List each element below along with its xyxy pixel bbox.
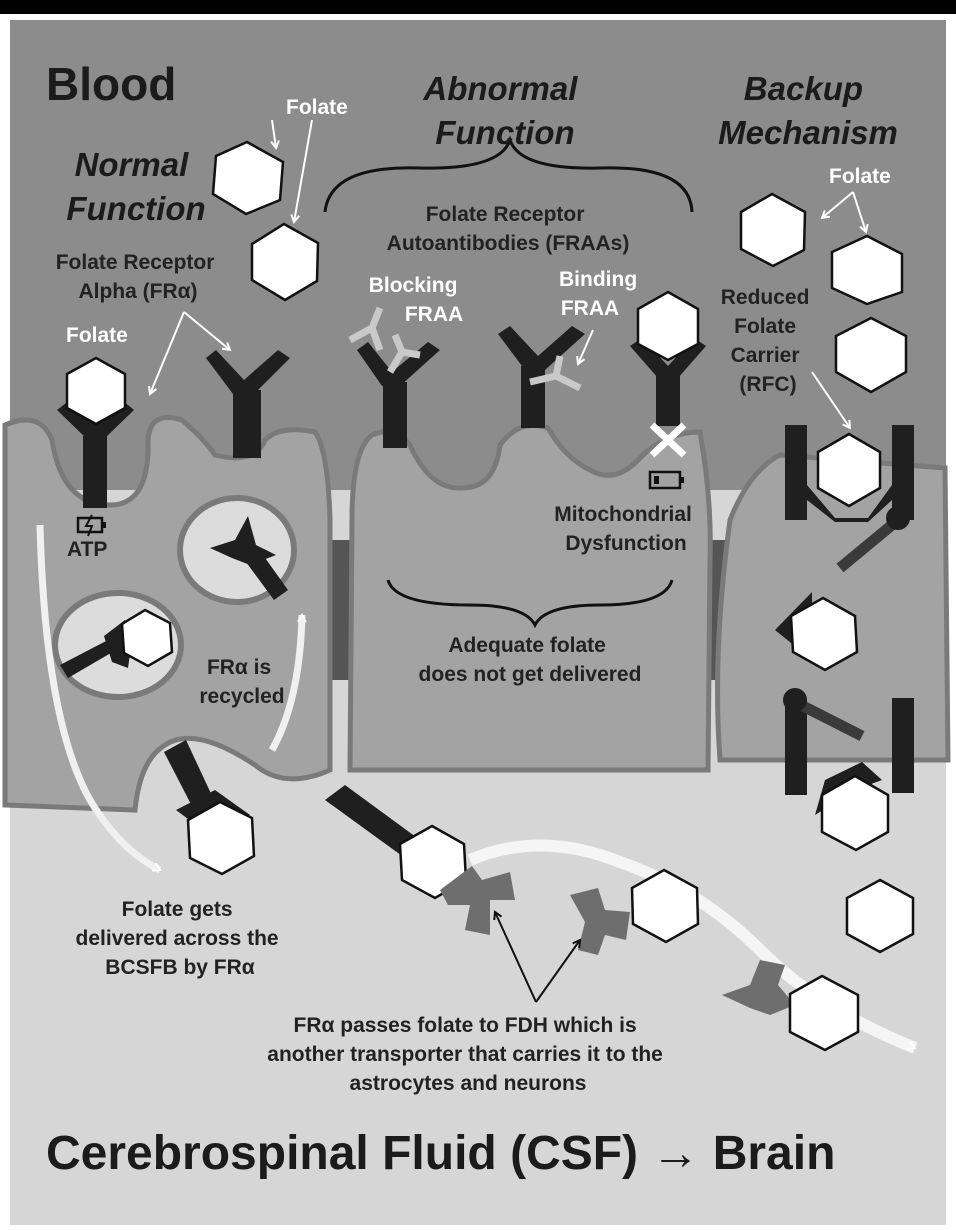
mito-label: Mitochondrial Dysfunction — [554, 503, 698, 555]
receptor-folate-blocked — [630, 290, 706, 458]
blocked-x-icon — [649, 422, 687, 458]
folate-hexagon — [65, 356, 127, 426]
csf-title: Cerebrospinal Fluid (CSF) → Brain — [46, 1127, 835, 1180]
fra-label: Folate Receptor Alpha (FRα) — [56, 251, 221, 303]
atp-label: ATP — [67, 538, 107, 561]
receptor-blocked — [348, 306, 440, 448]
rfc-carrier-middle — [775, 592, 859, 672]
delivered-label: Folate gets delivered across the BCSFB b… — [76, 898, 285, 979]
rfc-carrier-bottom — [783, 688, 914, 852]
fraas-label: Folate Receptor Autoantibodies (FRAAs) — [387, 203, 630, 255]
folate-hexagon-1 — [211, 140, 285, 216]
fdh-label: FRα passes folate to FDH which is anothe… — [267, 1014, 668, 1095]
folate-label-2: Folate — [66, 324, 128, 347]
fdh-folate-complex — [570, 868, 700, 955]
recycle-arrow — [268, 615, 302, 752]
blood-title: Blood — [46, 58, 176, 110]
receptor-with-folate — [57, 356, 134, 508]
abnormal-title: Abnormal Function — [422, 70, 586, 151]
adequate-label: Adequate folate does not get delivered — [419, 634, 642, 686]
fdh-folate-complex-2 — [722, 960, 860, 1052]
folate-hexagon-5 — [834, 316, 908, 394]
fraa-brace — [323, 135, 694, 213]
folate-label-1: Folate — [286, 96, 348, 119]
receptor-delivering-folate — [164, 740, 256, 876]
blocking-fraa-label: Blocking FRAA — [369, 274, 464, 326]
recycled-label: FRα is recycled — [199, 656, 284, 708]
cell-abnormal — [347, 422, 713, 773]
rfc-carrier-top — [785, 425, 914, 573]
folate-label-3: Folate — [829, 165, 891, 188]
folate-hexagon-2 — [250, 222, 320, 302]
backup-title: Backup Mechanism — [718, 70, 898, 151]
receptor-bound — [498, 326, 585, 428]
vesicle-receptor — [210, 516, 288, 600]
folate-hexagon-6 — [845, 878, 915, 954]
receptor-empty — [206, 350, 290, 458]
low-battery-icon — [648, 470, 684, 490]
adequate-brace — [386, 579, 674, 629]
fra-fdh-complex — [325, 785, 515, 935]
delivery-arrow — [36, 524, 160, 874]
normal-title: Normal Function — [66, 146, 205, 227]
rfc-label: Reduced Folate Carrier (RFC) — [721, 286, 816, 396]
vesicle-receptor-folate — [60, 608, 174, 678]
folate-hexagon-4 — [830, 234, 904, 306]
atp-battery-icon — [76, 514, 106, 537]
folate-hexagon-3 — [739, 192, 807, 268]
binding-fraa-label: Binding FRAA — [559, 268, 643, 320]
